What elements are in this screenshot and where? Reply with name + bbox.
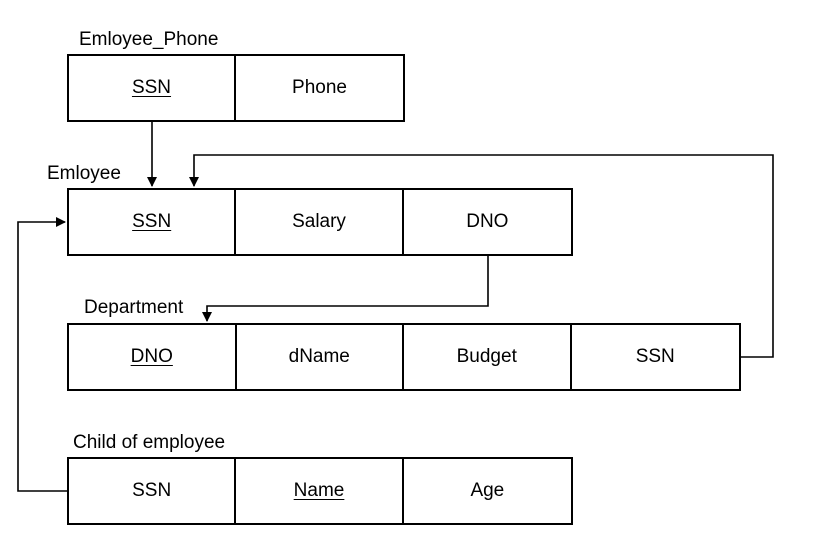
child-ssn-cell[interactable]: SSN [69,459,237,523]
employee-phone-table: SSN Phone [67,54,405,122]
employee-phone-title: Emloyee_Phone [79,29,219,50]
child-table: SSN Name Age [67,457,573,525]
employee-ssn-cell[interactable]: SSN [69,190,237,254]
department-dno-cell[interactable]: DNO [69,325,237,389]
department-budget-cell[interactable]: Budget [404,325,572,389]
arrow-child-ssn-to-employee-ssn [17,217,67,492]
department-table: DNO dName Budget SSN [67,323,741,391]
employee-phone-ssn-cell[interactable]: SSN [69,56,236,120]
employee-phone-phone-cell[interactable]: Phone [292,77,347,98]
department-title: Department [84,297,184,318]
employee-salary-cell[interactable]: Salary [236,190,404,254]
department-ssn-cell[interactable]: SSN [635,346,675,367]
child-name-cell[interactable]: Name [236,459,404,523]
employee-table: SSN Salary DNO [67,188,573,256]
employee-dno-cell[interactable]: DNO [466,211,509,232]
child-title: Child of employee [73,432,226,453]
department-dname-cell[interactable]: dName [237,325,404,389]
arrow-employee-dno-to-department-dno [202,256,489,322]
employee-title: Emloyee [47,163,121,184]
child-age-cell[interactable]: Age [470,480,505,501]
